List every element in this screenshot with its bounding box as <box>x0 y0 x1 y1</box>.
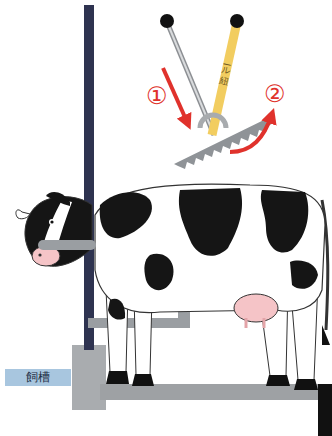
cow-nostril <box>38 253 41 256</box>
gutter <box>318 384 332 436</box>
neck-rail <box>38 240 96 250</box>
stall-base <box>72 345 106 410</box>
cow-head <box>25 197 92 267</box>
node-text: 飼槽 <box>26 369 50 386</box>
pivot-hook <box>200 115 226 128</box>
cow-ear <box>46 192 70 206</box>
cow-tail-tip <box>322 325 330 345</box>
callout-number: ① <box>146 84 168 108</box>
rod-knob <box>160 14 174 28</box>
cow-body <box>95 184 325 313</box>
rod-label: ール紐 <box>222 59 233 71</box>
floor <box>100 384 322 400</box>
cow-patches <box>100 188 318 320</box>
rod-knob <box>230 14 244 28</box>
serrated-bar <box>174 116 275 169</box>
motion-arrow <box>230 114 272 152</box>
cow-teats <box>246 318 264 328</box>
cow-eye <box>50 220 53 223</box>
cow-udder <box>234 294 278 322</box>
callout-number: ② <box>264 82 286 106</box>
cow-ear <box>16 210 30 219</box>
cow-eye <box>49 219 55 225</box>
cow-hooves <box>106 371 318 390</box>
stall-pole <box>84 5 94 350</box>
label-band: 飼槽 <box>5 369 71 386</box>
